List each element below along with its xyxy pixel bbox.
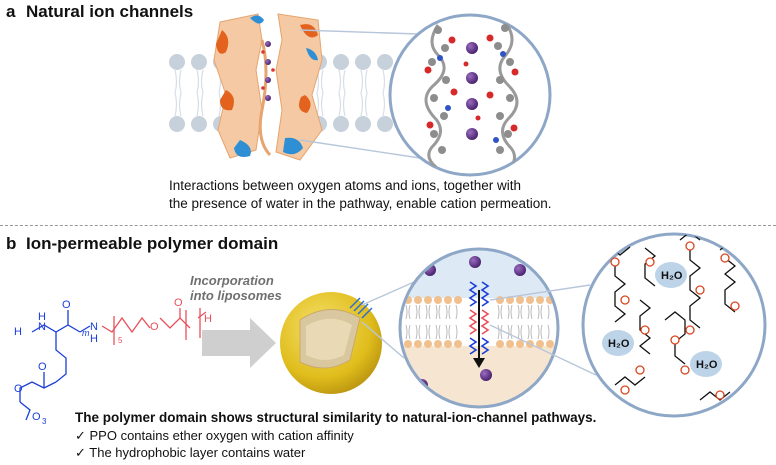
polymer-structure	[19, 308, 207, 402]
svg-text:O: O	[62, 299, 71, 311]
svg-text:N: N	[38, 321, 46, 333]
panel-a-caption-line-2: the presence of water in the pathway, en…	[169, 196, 552, 211]
svg-text:5: 5	[118, 336, 123, 345]
check-item-water: ✓ The hydrophobic layer contains water	[75, 445, 306, 460]
svg-text:O: O	[174, 297, 183, 309]
water-label-1: H₂O	[661, 270, 683, 282]
panel-a-title: Natural ion channels	[26, 2, 194, 21]
panel-divider	[0, 225, 776, 226]
incorporation-line-1: Incorporation	[190, 273, 274, 288]
panel-a-caption: Interactions between oxygen atoms and io…	[169, 177, 552, 213]
zoom-lines-a	[299, 29, 421, 159]
incorporation-arrow	[202, 318, 276, 368]
liposome	[280, 292, 382, 394]
zoom-circle-b1	[398, 247, 560, 409]
zoom-circle-a	[388, 13, 552, 177]
check-item-ppo: ✓ PPO contains ether oxygen with cation …	[75, 428, 354, 443]
ion-channel-protein	[213, 13, 323, 161]
zoom-circle-b2: H₂O H₂O H₂O	[581, 232, 767, 418]
svg-text:m: m	[82, 328, 90, 338]
svg-text:N: N	[90, 321, 98, 333]
panel-a-letter: a	[6, 2, 16, 21]
panel-b-title: Ion-permeable polymer domain	[26, 234, 279, 253]
svg-text:H: H	[204, 313, 212, 325]
membrane-bilayer-a	[169, 54, 393, 132]
svg-text:3: 3	[42, 417, 47, 426]
svg-text:O: O	[150, 321, 159, 333]
zoom-lines-b1	[361, 281, 415, 359]
svg-text:H: H	[90, 333, 98, 345]
svg-text:O: O	[32, 411, 41, 423]
water-label-2: H₂O	[608, 338, 630, 350]
polymer-atom-h: H	[14, 326, 22, 338]
svg-text:H: H	[38, 311, 46, 323]
water-label-3: H₂O	[696, 359, 718, 371]
zoom-lines-b2	[489, 284, 597, 376]
panel-b-letter: b	[6, 234, 17, 253]
incorporation-label: Incorporation into liposomes	[190, 273, 282, 303]
panel-a-caption-line-1: Interactions between oxygen atoms and io…	[169, 178, 521, 193]
panel-b-summary: The polymer domain shows structural simi…	[75, 410, 597, 425]
svg-text:O: O	[14, 383, 23, 395]
svg-text:O: O	[38, 361, 47, 373]
incorporation-line-2: into liposomes	[190, 288, 282, 303]
